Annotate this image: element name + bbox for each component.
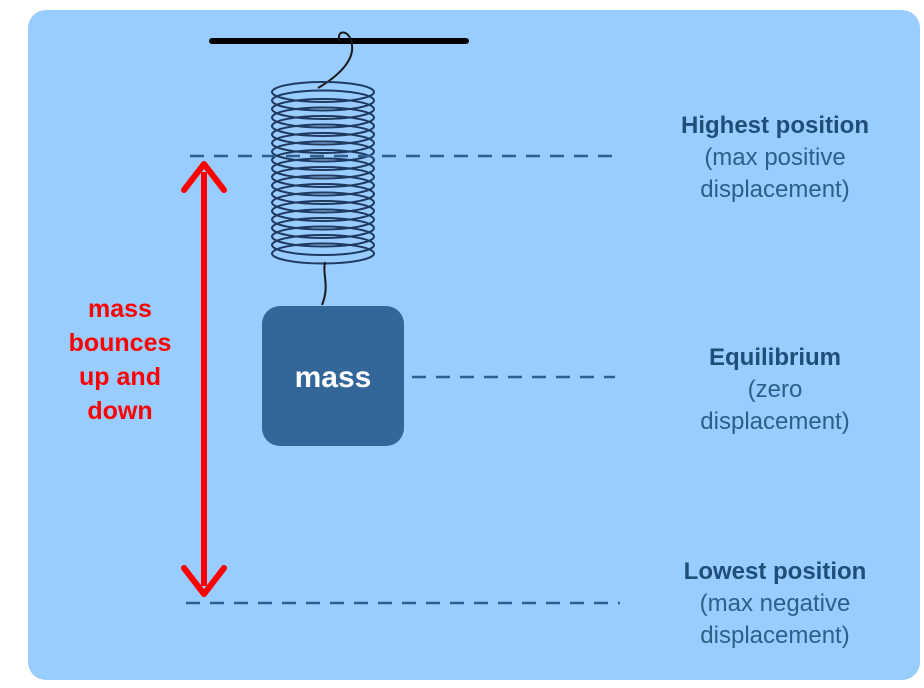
spring-coil-loop	[271, 81, 375, 103]
bounce-label: mass bounces up and down	[40, 292, 200, 428]
spring-coil-loop	[271, 208, 375, 231]
spring-coil-loop	[271, 234, 375, 256]
spring-coil-loop	[271, 106, 375, 129]
lowest-position-desc: displacement)	[700, 622, 850, 649]
highest-position-label: Highest position (max positive displacem…	[640, 110, 910, 206]
diagram-background	[28, 10, 920, 680]
lowest-position-title: Lowest position	[683, 558, 867, 585]
lowest-position-desc: (max negative	[699, 590, 851, 617]
spring-coil-loop	[271, 174, 375, 197]
bounce-label-line: bounces	[68, 329, 172, 357]
spring-coil-loop	[271, 200, 375, 222]
bounce-label-line: mass	[88, 295, 152, 323]
highest-position-desc: displacement)	[700, 176, 850, 203]
spring-coil-loop	[271, 132, 375, 154]
spring-coil-loop	[271, 140, 375, 163]
mass-block	[262, 306, 404, 446]
equilibrium-desc: displacement)	[700, 408, 850, 435]
spring-to-mass-wire	[321, 261, 327, 306]
spring-coil-loop	[271, 217, 375, 239]
spring-coil-loop	[271, 225, 375, 248]
bounce-label-line: down	[87, 397, 153, 425]
bounce-arrow-up-head	[181, 161, 227, 193]
spring-coil-loop	[271, 242, 375, 265]
equilibrium-desc: (zero	[747, 376, 803, 403]
mass-label: mass	[294, 361, 372, 394]
equilibrium-label: Equilibrium (zero displacement)	[640, 342, 910, 438]
spring-wire	[317, 31, 354, 89]
spring-coil-loop	[271, 191, 375, 214]
highest-position-title: Highest position	[681, 112, 869, 139]
equilibrium-title: Equilibrium	[709, 344, 841, 371]
spring-coil-loop	[271, 157, 375, 180]
spring-coil-loop	[271, 183, 375, 205]
spring-coil-loop	[271, 166, 375, 188]
spring-coil	[271, 81, 375, 265]
spring-coil-loop	[271, 115, 375, 137]
highest-position-desc: (max positive	[704, 144, 846, 171]
bounce-arrow-down-head	[181, 565, 227, 597]
lowest-position-label: Lowest position (max negative displaceme…	[640, 556, 910, 652]
spring-coil-loop	[271, 98, 375, 120]
spring-coil-loop	[271, 123, 375, 146]
bounce-label-line: up and	[79, 363, 161, 391]
spring-coil-loop	[271, 149, 375, 171]
spring-coil-loop	[271, 89, 375, 112]
